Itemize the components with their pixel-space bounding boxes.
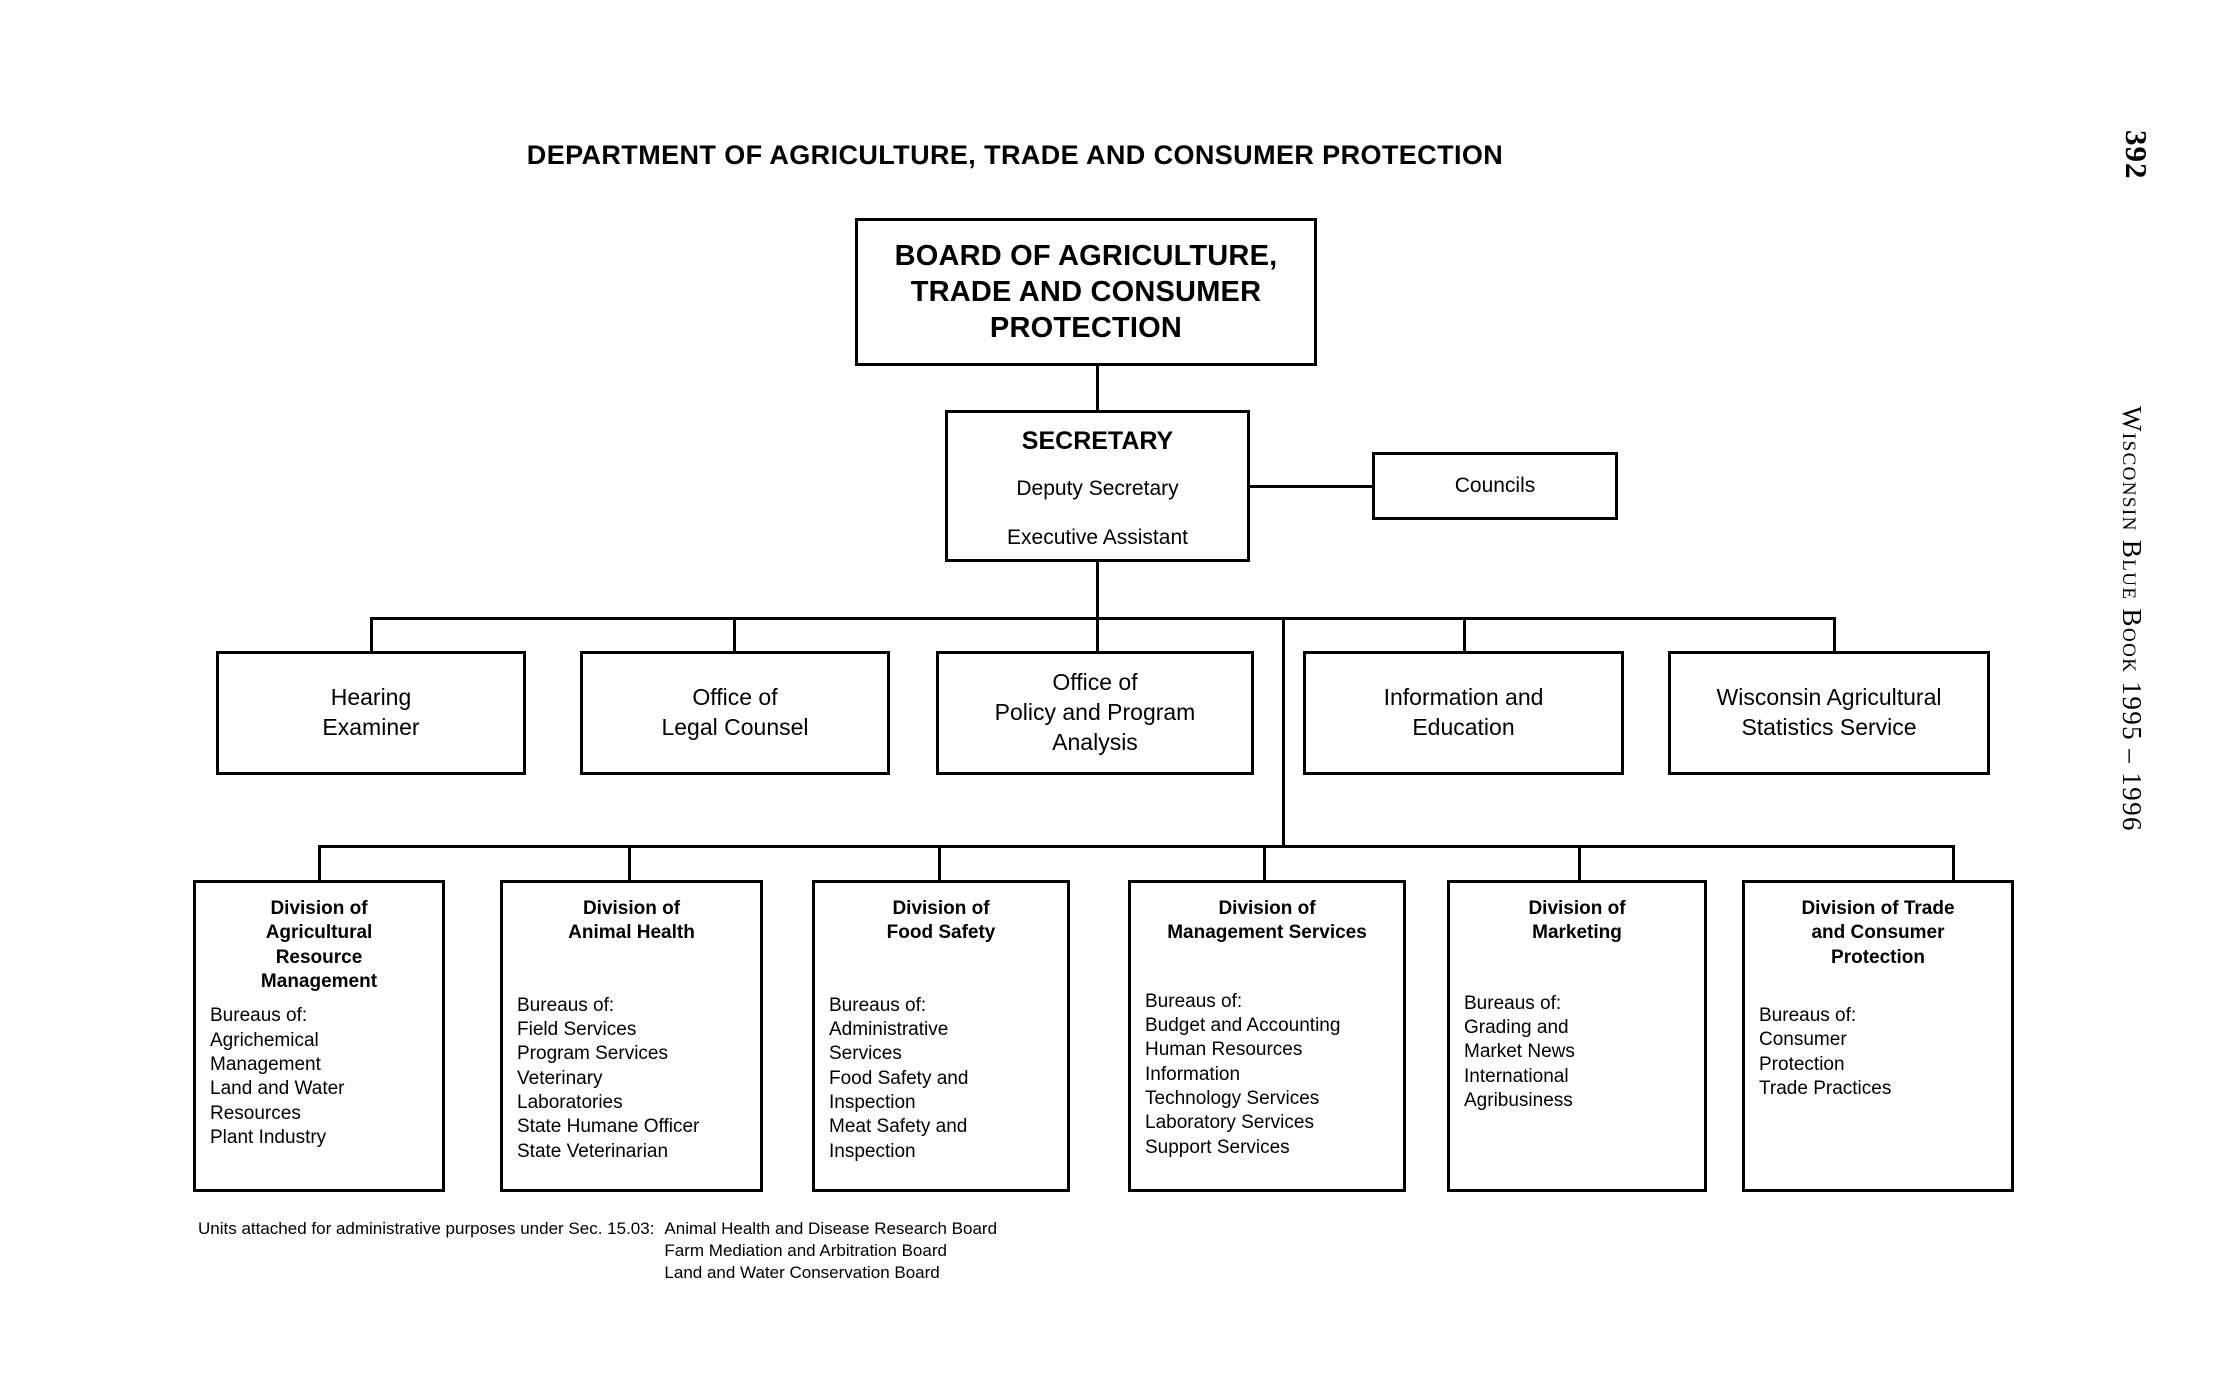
division-box-trade-and-consumer-protection: Division of Trade and Consumer Protectio… — [1742, 880, 2014, 1192]
secretary-box: SECRETARY Deputy Secretary Executive Ass… — [945, 410, 1250, 562]
division-box-agricultural-resource-management: Division of Agricultural Resource Manage… — [193, 880, 445, 1192]
connector-office-information-education — [1463, 617, 1466, 651]
division-title: Division of Animal Health — [568, 898, 695, 944]
division-title: Division of Agricultural Resource Manage… — [260, 898, 378, 992]
division-box-management-services: Division of Management Services Bureaus … — [1128, 880, 1406, 1192]
connector-division-trade-consumer-protection — [1952, 845, 1955, 880]
office-label: Office of Policy and Program Analysis — [994, 669, 1196, 755]
office-label: Wisconsin Agricultural Statistics Servic… — [1716, 684, 1942, 740]
division-box-food-safety: Division of Food Safety Bureaus of: Admi… — [812, 880, 1070, 1192]
division-bureaus: Bureaus of: Consumer Protection Trade Pr… — [1759, 1004, 1892, 1099]
division-bureaus: Bureaus of: Administrative Services Food… — [829, 994, 969, 1162]
division-bureaus: Bureaus of: Agrichemical Management Land… — [210, 1005, 345, 1148]
footnote-lead: Units attached for administrative purpos… — [198, 1219, 655, 1238]
connector-division-management-services — [1263, 845, 1266, 880]
office-row-bus — [370, 617, 1833, 620]
connector-board-to-secretary — [1096, 366, 1099, 412]
office-label: Hearing Examiner — [322, 684, 420, 740]
office-label: Office of Legal Counsel — [661, 684, 809, 740]
office-box-information-and-education: Information and Education — [1303, 651, 1624, 775]
deputy-secretary-label: Deputy Secretary — [1016, 477, 1179, 500]
running-head: Wisconsin Blue Book 1995 – 1996 — [2117, 406, 2147, 832]
office-box-legal-counsel: Office of Legal Counsel — [580, 651, 890, 775]
division-title: Division of Food Safety — [886, 898, 996, 944]
connector-secretary-to-councils — [1250, 485, 1374, 488]
division-title: Division of Management Services — [1167, 898, 1367, 944]
connector-division-agricultural-resource-management — [318, 845, 321, 880]
page-number: 392 — [2119, 130, 2154, 180]
board-box-label: BOARD OF AGRICULTURE, TRADE AND CONSUMER… — [894, 240, 1278, 344]
division-box-marketing: Division of Marketing Bureaus of: Gradin… — [1447, 880, 1707, 1192]
office-box-hearing-examiner: Hearing Examiner — [216, 651, 526, 775]
connector-division-marketing — [1578, 845, 1581, 880]
councils-box: Councils — [1372, 452, 1618, 520]
division-box-animal-health: Division of Animal Health Bureaus of: Fi… — [500, 880, 763, 1192]
division-title: Division of Marketing — [1528, 898, 1626, 944]
office-label: Information and Education — [1383, 684, 1544, 740]
councils-label: Councils — [1454, 474, 1536, 497]
connector-division-animal-health — [628, 845, 631, 880]
division-bureaus: Bureaus of: Field Services Program Servi… — [517, 994, 700, 1162]
connector-secretary-trunk-lower — [1282, 617, 1285, 847]
office-box-policy-and-program-analysis: Office of Policy and Program Analysis — [936, 651, 1254, 775]
page-title: DEPARTMENT OF AGRICULTURE, TRADE AND CON… — [526, 140, 1504, 170]
division-bureaus: Bureaus of: Grading and Market News Inte… — [1464, 992, 1575, 1111]
connector-division-food-safety — [938, 845, 941, 880]
division-title: Division of Trade and Consumer Protectio… — [1801, 898, 1955, 968]
connector-office-legal-counsel — [733, 617, 736, 651]
connector-secretary-trunk — [1096, 562, 1099, 619]
division-row-bus — [318, 845, 1955, 848]
footnote: Units attached for administrative purpos… — [198, 1218, 997, 1284]
secretary-title: SECRETARY — [1021, 427, 1174, 455]
footnote-units-list: Animal Health and Disease Research Board… — [664, 1219, 998, 1283]
office-box-wisconsin-agricultural-statistics-service: Wisconsin Agricultural Statistics Servic… — [1668, 651, 1990, 775]
connector-office-statistics-service — [1833, 617, 1836, 651]
board-box: BOARD OF AGRICULTURE, TRADE AND CONSUMER… — [855, 218, 1317, 366]
connector-office-hearing-examiner — [370, 617, 373, 651]
connector-office-policy-analysis — [1096, 617, 1099, 651]
executive-assistant-label: Executive Assistant — [1007, 526, 1188, 549]
division-bureaus: Bureaus of: Budget and Accounting Human … — [1145, 990, 1341, 1158]
